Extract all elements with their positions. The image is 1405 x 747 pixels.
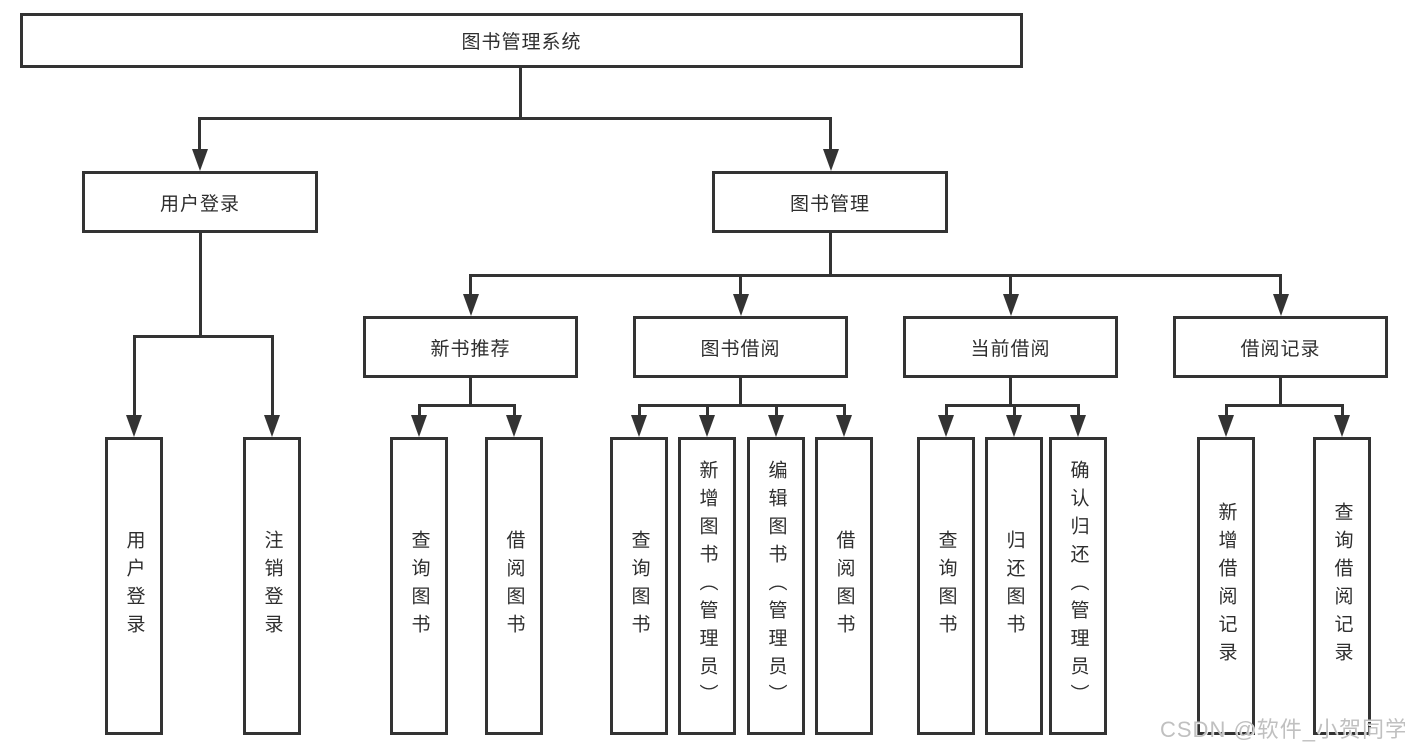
connector-userlogin-hbar: [133, 335, 273, 338]
leaf-label: 注销登录: [261, 530, 283, 642]
connector-bookmgmt-stem: [829, 233, 832, 277]
arrowhead-current-borrow: [1003, 294, 1019, 316]
connector-drop-book-management: [829, 117, 832, 151]
leaf-query-books-2: 查询图书: [610, 437, 668, 735]
arrowhead-user-login: [192, 149, 208, 171]
arrowhead-book-management: [823, 149, 839, 171]
connector-drop-query-record: [1341, 404, 1344, 419]
node-borrow-records: 借阅记录: [1173, 316, 1388, 378]
node-library-management-system: 图书管理系统: [20, 13, 1023, 68]
leaf-return-book: 归还图书: [985, 437, 1043, 735]
arrowhead-leaf-logout: [264, 415, 280, 437]
arrowhead-add-book: [699, 415, 715, 437]
leaf-label: 确认归还（管理员）: [1067, 460, 1089, 712]
node-label: 图书管理系统: [461, 32, 582, 53]
node-label: 当前借阅: [970, 338, 1051, 360]
arrowhead-borrow-records: [1273, 294, 1289, 316]
connector-drop-add-book: [706, 404, 709, 419]
arrowhead-query-books-1: [411, 415, 427, 437]
node-book-borrow: 图书借阅: [633, 316, 848, 378]
node-label: 借阅记录: [1240, 338, 1321, 360]
leaf-label: 新增借阅记录: [1215, 502, 1237, 670]
leaf-label: 借阅图书: [503, 530, 525, 642]
leaf-query-books-1: 查询图书: [390, 437, 448, 735]
arrowhead-borrow-books-1: [506, 415, 522, 437]
leaf-label: 用户登录: [123, 530, 145, 642]
arrowhead-query-books-2: [631, 415, 647, 437]
connector-drop-query-books-1: [418, 404, 421, 419]
connector-drop-book-borrow: [739, 274, 742, 296]
leaf-label: 查询图书: [935, 530, 957, 642]
connector-bookmgmt-hbar: [469, 274, 1282, 277]
connector-root-hbar: [198, 117, 832, 120]
node-label: 图书借阅: [700, 338, 781, 360]
connector-currentborrow-hbar: [945, 404, 1080, 407]
connector-drop-query-books-3: [945, 404, 948, 419]
arrowhead-borrow-books-2: [836, 415, 852, 437]
connector-bookborrow-hbar: [638, 404, 846, 407]
connector-newbook-stem: [469, 378, 472, 406]
arrowhead-confirm-return: [1070, 415, 1086, 437]
leaf-label: 查询图书: [408, 530, 430, 642]
leaf-logout: 注销登录: [243, 437, 301, 735]
leaf-add-book-admin: 新增图书（管理员）: [678, 437, 736, 735]
arrowhead-book-borrow: [733, 294, 749, 316]
leaf-query-books-3: 查询图书: [917, 437, 975, 735]
arrowhead-leaf-user-login: [126, 415, 142, 437]
node-label: 用户登录: [159, 193, 240, 215]
connector-drop-leaf-logout: [271, 335, 274, 419]
connector-drop-confirm-return: [1077, 404, 1080, 419]
arrowhead-new-book: [463, 294, 479, 316]
leaf-label: 借阅图书: [833, 530, 855, 642]
connector-borrowrecords-stem: [1279, 378, 1282, 406]
connector-root-stem: [519, 68, 522, 119]
node-book-management: 图书管理: [712, 171, 948, 233]
leaf-user-login: 用户登录: [105, 437, 163, 735]
leaf-label: 查询借阅记录: [1331, 502, 1353, 670]
connector-drop-user-login: [198, 117, 201, 151]
arrowhead-return-book: [1006, 415, 1022, 437]
node-current-borrow: 当前借阅: [903, 316, 1118, 378]
connector-drop-borrow-books-2: [843, 404, 846, 419]
leaf-edit-book-admin: 编辑图书（管理员）: [747, 437, 805, 735]
node-label: 新书推荐: [430, 338, 511, 360]
connector-bookborrow-stem: [739, 378, 742, 406]
connector-userlogin-stem: [199, 233, 202, 337]
arrowhead-edit-book: [768, 415, 784, 437]
connector-drop-borrow-books-1: [513, 404, 516, 419]
connector-drop-borrow-records: [1279, 274, 1282, 296]
leaf-label: 查询图书: [628, 530, 650, 642]
connector-currentborrow-stem: [1009, 378, 1012, 406]
leaf-borrow-books-2: 借阅图书: [815, 437, 873, 735]
leaf-borrow-books-1: 借阅图书: [485, 437, 543, 735]
leaf-confirm-return-admin: 确认归还（管理员）: [1049, 437, 1107, 735]
arrowhead-add-record: [1218, 415, 1234, 437]
connector-drop-new-book: [469, 274, 472, 296]
connector-drop-add-record: [1225, 404, 1228, 419]
arrowhead-query-record: [1334, 415, 1350, 437]
connector-drop-return-book: [1013, 404, 1016, 419]
watermark-text: CSDN @软件_小贺同学: [1160, 717, 1405, 742]
leaf-label: 归还图书: [1003, 530, 1025, 642]
connector-borrowrecords-hbar: [1225, 404, 1344, 407]
node-label: 图书管理: [789, 193, 870, 215]
node-new-book-recommend: 新书推荐: [363, 316, 578, 378]
connector-drop-current-borrow: [1009, 274, 1012, 296]
connector-drop-edit-book: [775, 404, 778, 419]
connector-newbook-hbar: [418, 404, 516, 407]
leaf-query-borrow-record: 查询借阅记录: [1313, 437, 1371, 735]
connector-drop-leaf-user-login: [133, 335, 136, 419]
leaf-label: 编辑图书（管理员）: [765, 460, 787, 712]
leaf-add-borrow-record: 新增借阅记录: [1197, 437, 1255, 735]
node-user-login: 用户登录: [82, 171, 318, 233]
leaf-label: 新增图书（管理员）: [696, 460, 718, 712]
connector-drop-query-books-2: [638, 404, 641, 419]
arrowhead-query-books-3: [938, 415, 954, 437]
